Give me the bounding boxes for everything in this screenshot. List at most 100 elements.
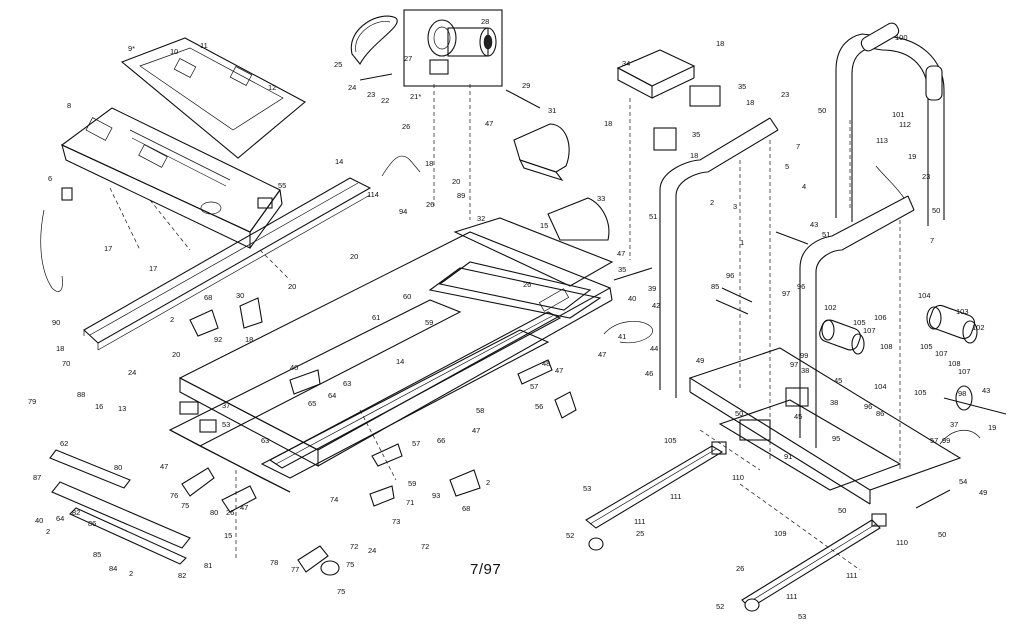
label-7: 7 — [930, 236, 934, 245]
label-49: 49 — [979, 488, 987, 497]
label-111: 111 — [846, 571, 857, 580]
label-20: 20 — [288, 282, 296, 291]
stabilizer-end-caps — [588, 441, 887, 612]
label-37: 37 — [222, 401, 230, 410]
label-26: 26 — [226, 508, 234, 517]
label-2: 2 — [486, 478, 490, 487]
label-106: 106 — [874, 313, 887, 322]
label-72: 72 — [421, 542, 429, 551]
label-107: 107 — [958, 367, 971, 376]
label-37: 37 — [950, 420, 958, 429]
label-65: 65 — [308, 399, 316, 408]
label-18: 18 — [746, 98, 754, 107]
label-47: 47 — [555, 366, 563, 375]
label-77: 77 — [291, 565, 299, 574]
label-11: 11 — [200, 41, 208, 50]
label-45: 45 — [834, 376, 842, 385]
label-23: 23 — [367, 90, 375, 99]
label-16: 16 — [95, 402, 103, 411]
label-63: 63 — [261, 436, 269, 445]
label-102: 102 — [972, 323, 985, 332]
stabilizer-tube-lower — [741, 519, 881, 609]
label-40: 40 — [35, 516, 43, 525]
label-50: 50 — [938, 530, 946, 539]
label-9: 9* — [128, 44, 135, 53]
upright-right-part — [799, 195, 915, 448]
label-41: 41 — [618, 332, 626, 341]
label-4: 4 — [802, 182, 806, 191]
label-53: 53 — [798, 612, 806, 621]
label-75: 75 — [337, 587, 345, 596]
label-85: 85 — [711, 282, 719, 291]
label-63: 63 — [343, 379, 351, 388]
label-105: 105 — [920, 342, 933, 351]
deck-part — [178, 231, 613, 467]
label-47: 47 — [598, 350, 606, 359]
roller-assembly-left — [819, 319, 865, 355]
stabilizer-tube-upper — [585, 445, 724, 529]
label-68: 68 — [204, 293, 212, 302]
label-18: 18 — [604, 119, 612, 128]
label-110: 110 — [732, 473, 744, 482]
lower-frame-part — [168, 299, 550, 493]
label-68: 68 — [462, 504, 470, 513]
label-51: 51 — [822, 230, 830, 239]
label-43: 43 — [810, 220, 818, 229]
label-52: 52 — [566, 531, 574, 540]
label-95: 95 — [832, 434, 840, 443]
label-35: 35 — [618, 265, 626, 274]
label-19: 19 — [908, 152, 916, 161]
label-29: 29 — [522, 81, 530, 90]
label-86: 86 — [876, 409, 884, 418]
label-35: 35 — [738, 82, 746, 91]
label-38: 38 — [830, 398, 838, 407]
label-53: 53 — [583, 484, 591, 493]
label-101: 101 — [892, 110, 905, 119]
label-12: 12 — [268, 83, 276, 92]
label-2: 2 — [46, 527, 50, 536]
label-80: 80 — [114, 463, 122, 472]
base-frame-part — [688, 347, 962, 505]
label-24: 24 — [128, 368, 136, 377]
label-25: 25 — [636, 529, 644, 538]
label-87: 87 — [33, 473, 41, 482]
label-23: 23 — [922, 172, 930, 181]
label-48: 48 — [542, 359, 550, 368]
label-108: 108 — [880, 342, 893, 351]
label-59: 59 — [425, 318, 433, 327]
label-42: 42 — [652, 301, 660, 310]
label-33: 33 — [597, 194, 605, 203]
label-17: 17 — [104, 244, 112, 253]
label-43: 43 — [982, 386, 990, 395]
label-1: 1 — [740, 238, 744, 247]
label-31: 31 — [548, 106, 556, 115]
label-93: 93 — [432, 491, 440, 500]
label-19: 19 — [988, 423, 996, 432]
motor-frame-part — [428, 217, 614, 319]
label-70: 70 — [62, 359, 70, 368]
label-26: 26 — [402, 122, 410, 131]
label-6: 6 — [48, 174, 52, 183]
label-56: 56 — [535, 402, 543, 411]
rear-handle-part — [835, 22, 945, 226]
label-14: 14 — [396, 357, 404, 366]
label-28: 28 — [481, 17, 489, 26]
label-18: 18 — [425, 159, 433, 168]
label-53: 53 — [222, 420, 230, 429]
label-57: 57 — [930, 436, 938, 445]
label-2: 2 — [170, 315, 174, 324]
label-84: 84 — [109, 564, 117, 573]
label-108: 108 — [948, 359, 961, 368]
label-103: 103 — [956, 307, 969, 316]
label-96: 96 — [864, 402, 872, 411]
label-105: 105 — [664, 436, 677, 445]
label-18: 18 — [56, 344, 64, 353]
upright-left-part — [659, 117, 779, 398]
label-50: 50 — [818, 106, 826, 115]
label-90: 90 — [52, 318, 60, 327]
label-44: 44 — [650, 344, 658, 353]
label-86: 86 — [88, 519, 96, 528]
label-21: 21* — [410, 92, 421, 101]
label-58: 58 — [476, 406, 484, 415]
label-50: 50 — [735, 409, 743, 418]
